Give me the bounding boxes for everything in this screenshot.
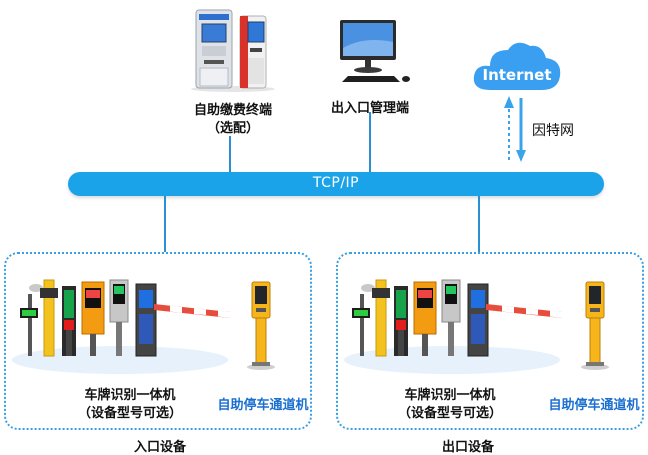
entrance-zone: [4, 252, 312, 430]
entrance-terminal-label: 自助停车通道机: [217, 398, 309, 413]
exit-terminal-label: 自助停车通道机: [548, 398, 640, 413]
entrance-equipment-line2: （设备型号可选）: [77, 406, 182, 421]
up-arrow-icon: [504, 96, 514, 160]
entrance-connector: [164, 196, 166, 252]
kiosk-label-line1: 自助缴费终端: [193, 103, 272, 118]
tcp-ip-bus: TCP/IP: [68, 172, 604, 196]
exit-connector: [478, 196, 480, 252]
down-arrow-icon: [516, 98, 526, 162]
cloud-label: Internet: [482, 66, 552, 84]
payment-kiosk-icon: [191, 9, 275, 92]
manager-label: 出入口管理端: [330, 101, 409, 116]
entrance-terminal-icon: [247, 281, 275, 370]
exit-equipment-icon: [344, 279, 562, 374]
bus-label: TCP/IP: [312, 175, 360, 191]
computer-icon: [340, 20, 410, 82]
exit-zone: [336, 252, 644, 430]
exit-terminal-icon: [581, 281, 609, 370]
manager-connector: [369, 112, 371, 173]
entrance-equipment-icon: [12, 279, 230, 374]
internet-cloud-icon: [473, 42, 561, 90]
kiosk-connector: [229, 136, 231, 173]
entrance-group-label: 入口设备: [133, 440, 186, 455]
kiosk-label-line2: （选配）: [206, 121, 259, 136]
exit-group-label: 出口设备: [441, 440, 494, 455]
exit-equipment-line2: （设备型号可选）: [397, 406, 502, 421]
exit-equipment-line1: 车牌识别一体机: [404, 388, 496, 403]
entrance-equipment-line1: 车牌识别一体机: [84, 388, 176, 403]
internet-cn-label: 因特网: [532, 123, 574, 139]
